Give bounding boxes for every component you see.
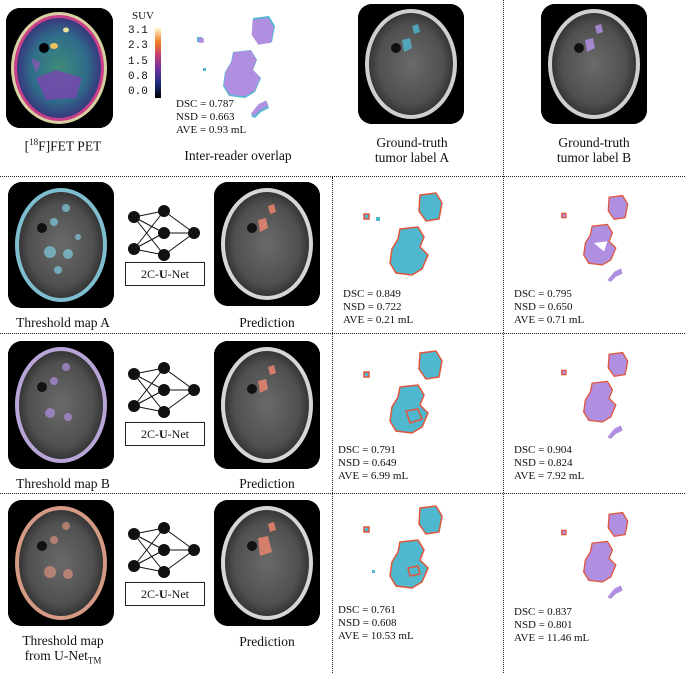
metrics-b-2-nsd: NSD = 0.824: [514, 457, 573, 469]
threshold-map-b-image: [8, 341, 114, 469]
segmentation-b-2: [560, 346, 670, 454]
network-diagram-2: [122, 362, 208, 422]
metrics-b-3-ave: AVE = 11.46 mL: [514, 632, 590, 644]
metrics-a-2-dsc: DSC = 0.791: [338, 444, 396, 456]
threshold-map-unet-label: Threshold map from U-NetTM: [22, 633, 104, 666]
overlap-segmentation: [190, 12, 330, 122]
pet-label: [18F]FET PET: [24, 137, 102, 154]
prediction-1-label: Prediction: [239, 315, 295, 330]
prediction-1-image: [214, 182, 320, 306]
prediction-2-image: [214, 341, 320, 469]
threshold-map-unet-image: [8, 500, 114, 626]
network-label-2: 2C-U-Net: [125, 422, 205, 446]
network-label-3: 2C-U-Net: [125, 582, 205, 606]
threshold-map-a-label: Threshold map A: [16, 315, 110, 330]
suv-tick-4: 0.8: [128, 71, 148, 83]
suv-label: SUV: [132, 10, 155, 22]
segmentation-b-1: [560, 188, 670, 298]
overlap-dsc: DSC = 0.787: [176, 98, 234, 110]
metrics-b-1-nsd: NSD = 0.650: [514, 301, 573, 313]
overlap-ave: AVE = 0.93 mL: [176, 124, 247, 136]
network-diagram-3: [122, 522, 208, 582]
overlap-label: Inter-reader overlap: [184, 148, 292, 163]
metrics-a-2-nsd: NSD = 0.649: [338, 457, 397, 469]
metrics-b-3-nsd: NSD = 0.801: [514, 619, 573, 631]
threshold-map-b-label: Threshold map B: [16, 476, 110, 491]
metrics-b-2-dsc: DSC = 0.904: [514, 444, 572, 456]
segmentation-a-1: [362, 184, 492, 304]
metrics-a-1-dsc: DSC = 0.849: [343, 288, 401, 300]
metrics-a-3-dsc: DSC = 0.761: [338, 604, 396, 616]
metrics-a-1-ave: AVE = 0.21 mL: [343, 314, 414, 326]
network-diagram-1: [122, 205, 208, 265]
row-divider-1: [0, 176, 685, 177]
prediction-3-image: [214, 500, 320, 626]
suv-tick-1: 3.1: [128, 25, 148, 37]
overlap-nsd: NSD = 0.663: [176, 111, 235, 123]
suv-colorbar: [155, 28, 161, 98]
metrics-b-1-ave: AVE = 0.71 mL: [514, 314, 585, 326]
pet-image: [6, 8, 113, 128]
network-label-1: 2C-U-Net: [125, 262, 205, 286]
metrics-a-3-nsd: NSD = 0.608: [338, 617, 397, 629]
column-divider-1: [332, 177, 333, 673]
ground-truth-a-image: [358, 4, 464, 124]
row-divider-2: [0, 333, 685, 334]
metrics-b-3-dsc: DSC = 0.837: [514, 606, 572, 618]
ground-truth-b-image: [541, 4, 647, 124]
segmentation-a-3: [362, 502, 492, 612]
segmentation-b-3: [560, 506, 670, 614]
segmentation-a-2: [362, 342, 492, 462]
metrics-b-2-ave: AVE = 7.92 mL: [514, 470, 585, 482]
metrics-a-3-ave: AVE = 10.53 mL: [338, 630, 414, 642]
column-divider-2: [503, 0, 504, 673]
metrics-a-1-nsd: NSD = 0.722: [343, 301, 402, 313]
suv-tick-3: 1.5: [128, 56, 148, 68]
prediction-3-label: Prediction: [239, 634, 295, 649]
threshold-map-a-image: [8, 182, 114, 308]
suv-tick-2: 2.3: [128, 40, 148, 52]
prediction-2-label: Prediction: [239, 476, 295, 491]
metrics-a-2-ave: AVE = 6.99 mL: [338, 470, 409, 482]
row-divider-3: [0, 493, 685, 494]
suv-tick-5: 0.0: [128, 86, 148, 98]
metrics-b-1-dsc: DSC = 0.795: [514, 288, 572, 300]
